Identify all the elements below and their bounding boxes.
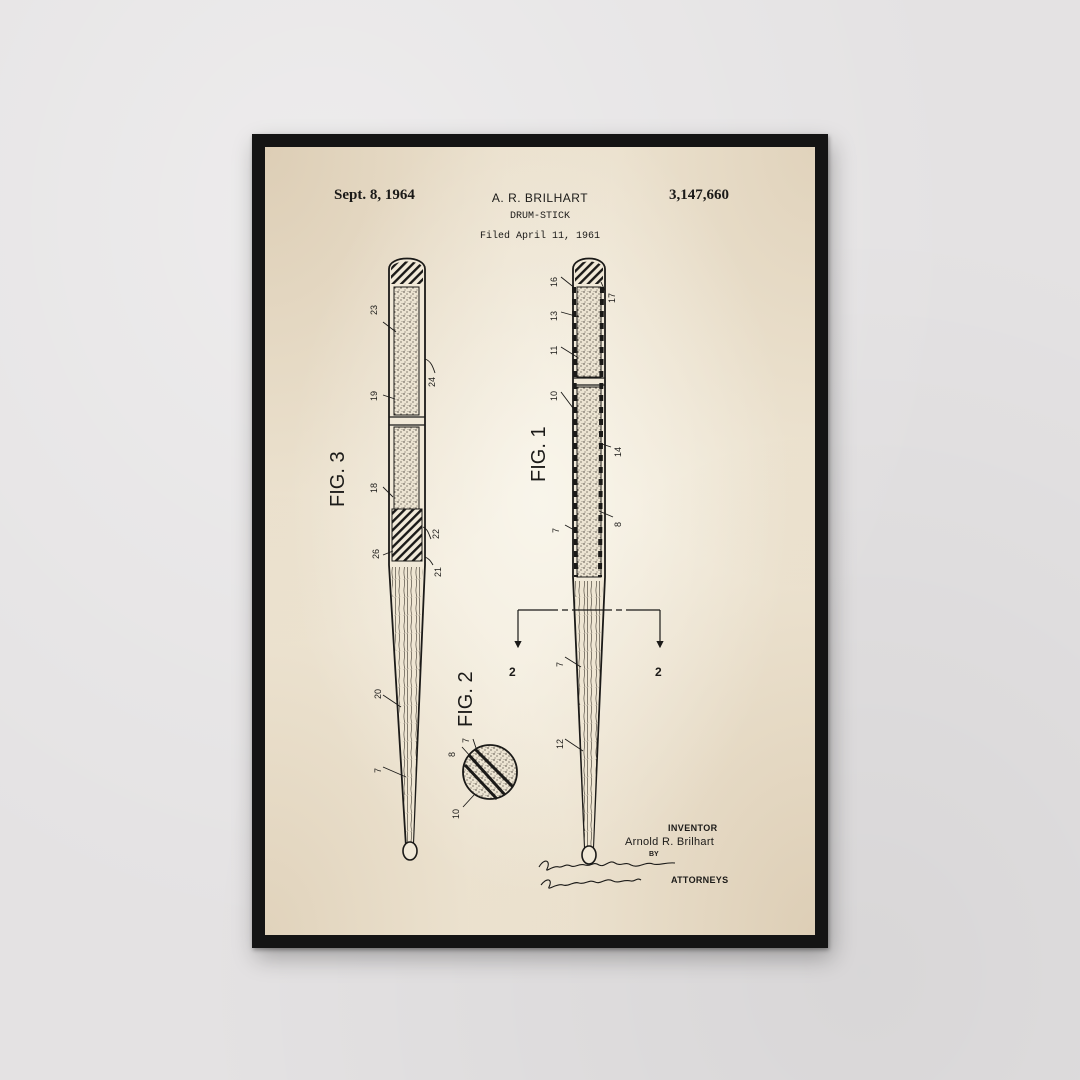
ref-numeral: 21 — [433, 566, 443, 577]
fig2-label: FIG. 2 — [455, 671, 477, 727]
attorney-signature — [538, 860, 676, 889]
ref-numeral: 24 — [427, 376, 437, 387]
section-mark: 2 — [655, 665, 662, 679]
patent-filed-date: Filed April 11, 1961 — [479, 231, 601, 242]
ref-numeral: 11 — [549, 345, 559, 355]
poster-frame: Sept. 8, 1964 A. R. BRILHART 3,147,660 D… — [252, 134, 828, 948]
patent-drawing — [382, 257, 664, 865]
leader-lines — [382, 276, 614, 808]
ref-numeral: 16 — [549, 276, 559, 287]
fig3-drumstick — [388, 257, 426, 861]
ref-numeral: 12 — [555, 738, 565, 749]
ref-numeral: 20 — [373, 688, 383, 699]
inventor-label: INVENTOR — [668, 823, 718, 833]
ref-numeral: 14 — [613, 446, 623, 457]
ref-numeral: 19 — [369, 390, 379, 401]
patent-inventor-header: A. R. BRILHART — [491, 191, 589, 205]
ref-numeral: 7 — [373, 767, 383, 773]
patent-date: Sept. 8, 1964 — [334, 187, 415, 203]
ref-numeral: 17 — [607, 292, 617, 303]
patent-number: 3,147,660 — [669, 187, 729, 203]
ref-numeral: 22 — [431, 528, 441, 539]
ref-numeral: 7 — [551, 527, 561, 533]
ref-numeral: 18 — [369, 482, 379, 493]
ref-numeral: 7 — [555, 661, 565, 667]
patent-paper: Sept. 8, 1964 A. R. BRILHART 3,147,660 D… — [265, 147, 815, 935]
ref-numeral: 8 — [447, 751, 457, 757]
fig3-label: FIG. 3 — [327, 451, 349, 507]
ref-numeral: 7 — [461, 737, 471, 743]
ref-numeral: 23 — [369, 304, 379, 315]
fig2-cross-section — [462, 744, 518, 801]
ref-numeral: 10 — [549, 390, 559, 401]
fig1-label: FIG. 1 — [528, 426, 550, 482]
ref-numeral: 26 — [371, 548, 381, 559]
inventor-name: Arnold R. Brilhart — [625, 836, 715, 848]
ref-numeral: 8 — [613, 521, 623, 527]
patent-title: DRUM-STICK — [509, 211, 570, 222]
attorneys-label: ATTORNEYS — [671, 875, 729, 885]
ref-numeral: 10 — [451, 808, 461, 819]
ref-numeral: 13 — [549, 310, 559, 321]
by-label: BY — [649, 851, 659, 858]
section-mark: 2 — [509, 665, 516, 679]
fig1-drumstick — [514, 257, 664, 865]
